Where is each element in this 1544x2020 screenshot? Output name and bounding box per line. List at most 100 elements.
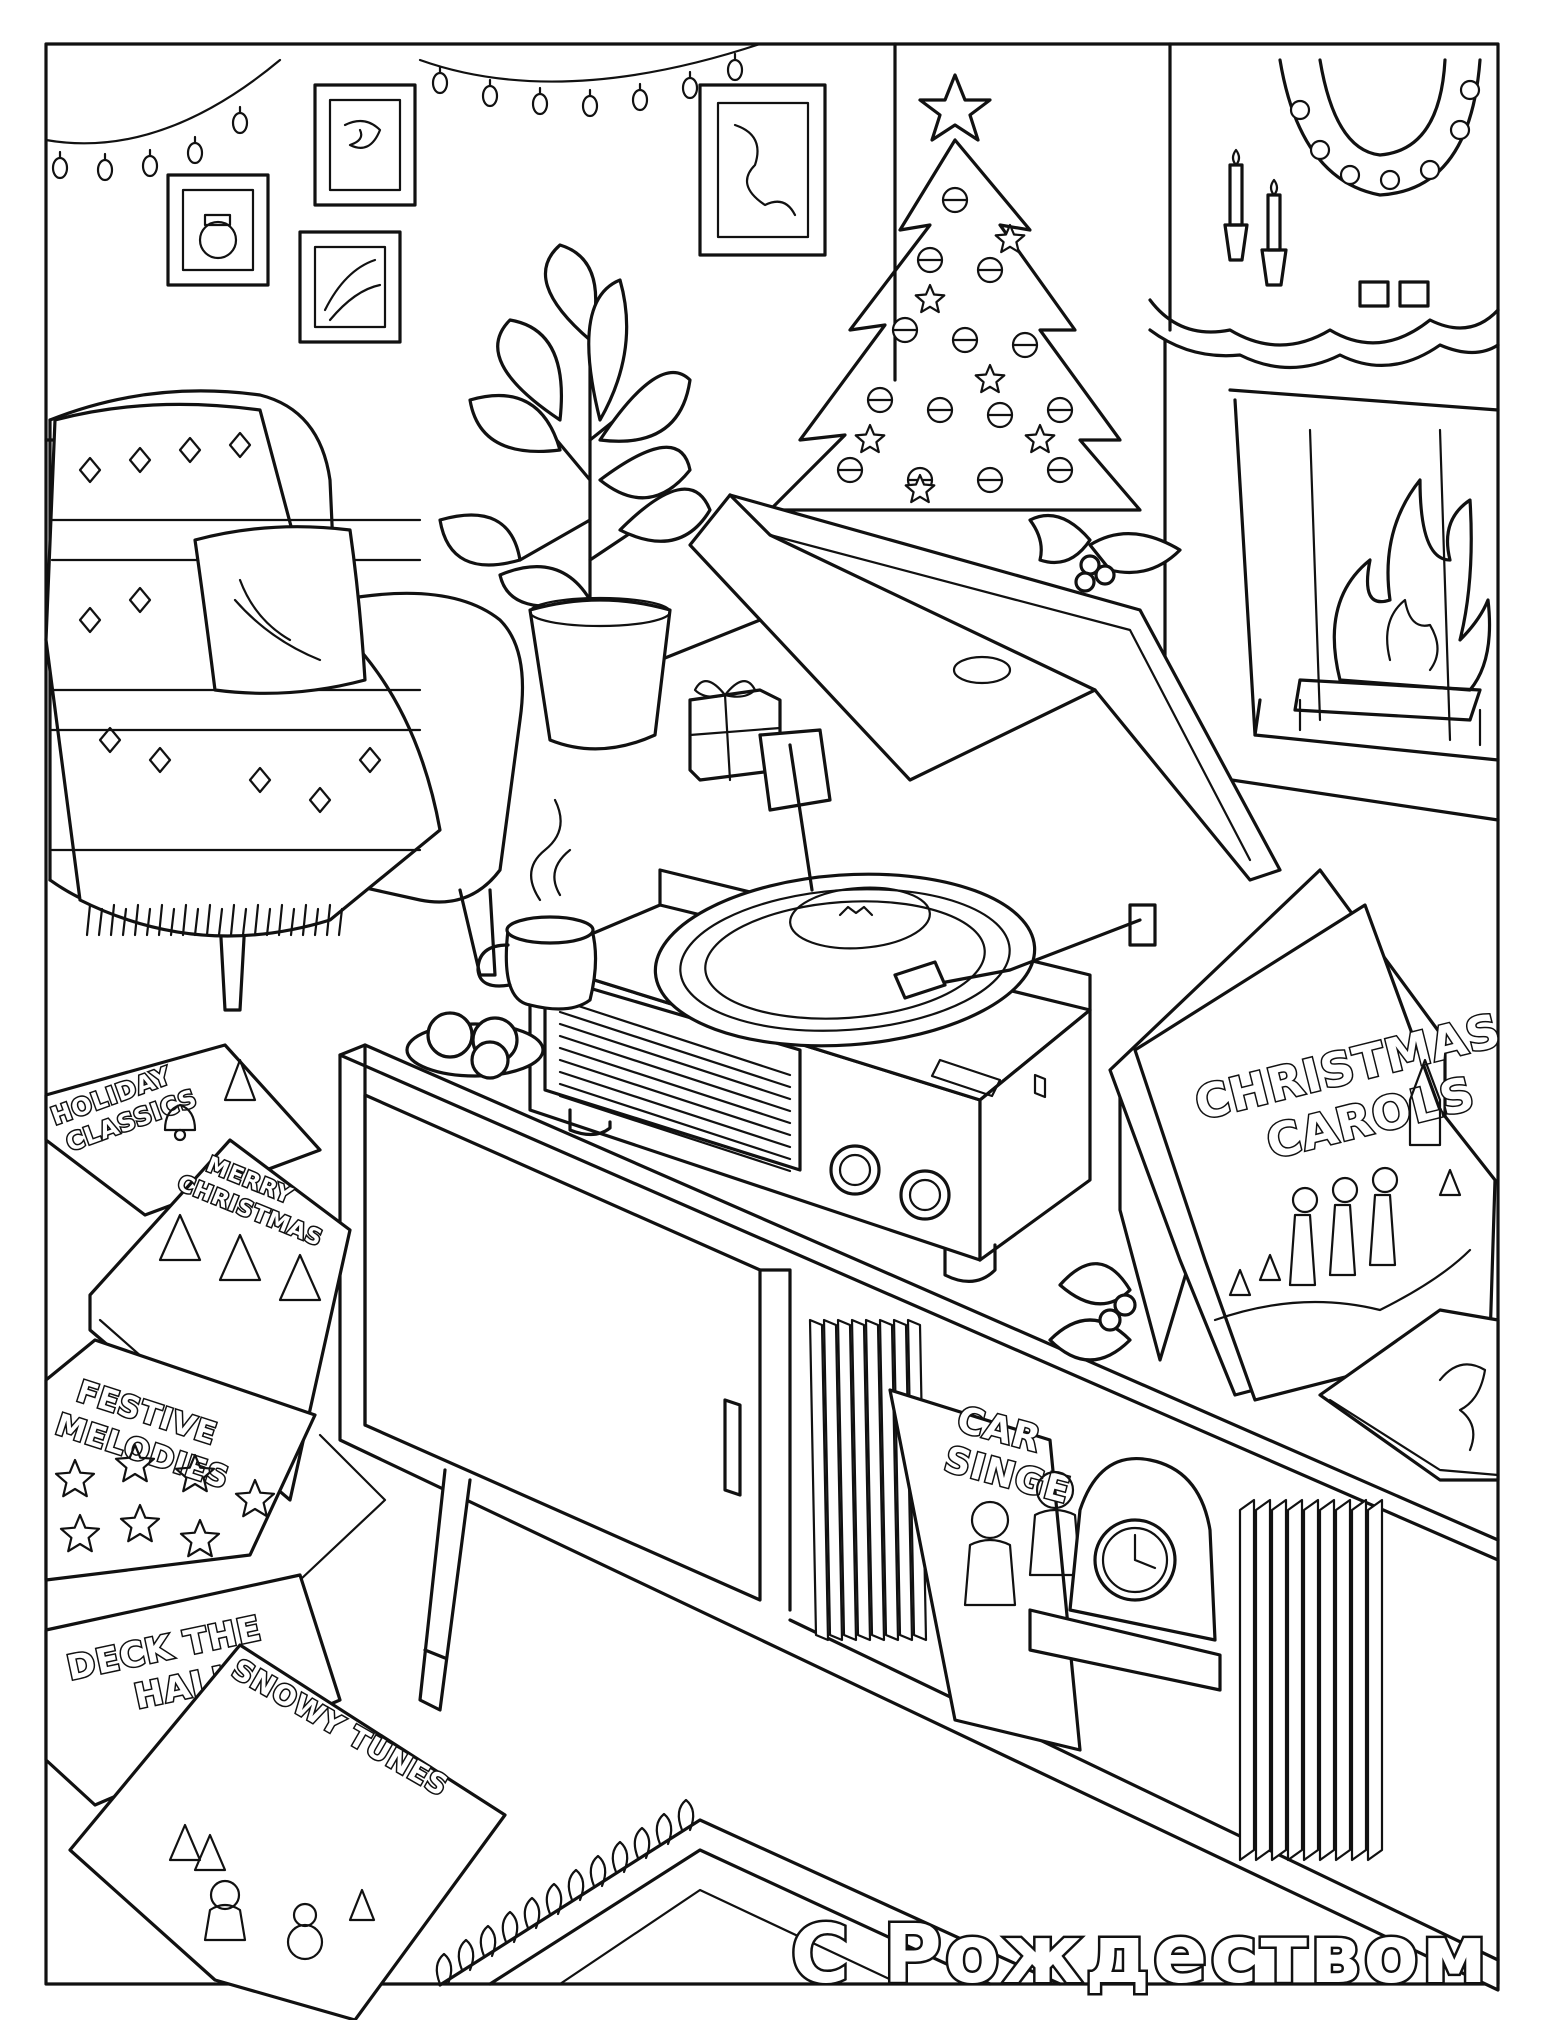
wreath-ornament <box>1309 139 1331 161</box>
speaker-grille-line <box>558 1058 792 1137</box>
blanket-fringe-strand <box>157 903 164 937</box>
record-sleeve <box>1350 1498 1368 1862</box>
star-shape <box>54 1458 96 1498</box>
blanket-diamond <box>98 726 122 754</box>
cushion <box>193 525 367 695</box>
light-bulb <box>186 141 204 165</box>
picture-frame-1 <box>313 83 417 207</box>
blanket-diamond <box>128 586 152 614</box>
record-sleeve <box>864 1318 886 1642</box>
christmas-tree <box>768 73 1142 512</box>
wreath-ornament <box>1379 169 1401 191</box>
picture-frame-2 <box>166 173 270 287</box>
blanket-fringe-strand <box>121 907 128 937</box>
blanket-fringe-strand <box>277 903 284 937</box>
record-sleeve <box>836 1318 858 1642</box>
light-bulb <box>96 158 114 182</box>
record-player <box>528 743 1157 1283</box>
rug-tassel <box>501 1910 519 1944</box>
blanket-fringe-strand <box>313 907 320 937</box>
wreath-ornament <box>1449 119 1471 141</box>
tree-star <box>994 223 1026 254</box>
record-sleeve <box>808 1318 830 1642</box>
light-bulb <box>681 76 699 100</box>
rug-tassel <box>435 1952 453 1986</box>
speaker-grille-line <box>558 1070 792 1149</box>
record-sleeve <box>1254 1498 1272 1862</box>
star-shape <box>114 1443 156 1483</box>
gift-boxes <box>688 680 832 812</box>
blanket-fringe-strand <box>265 907 272 937</box>
blanket-fringe-strand <box>97 907 104 937</box>
plant <box>438 243 712 612</box>
light-bulb <box>481 84 499 108</box>
holly-sprig-lid <box>1028 513 1182 593</box>
speaker-grille-line <box>558 998 792 1077</box>
blanket-fringe-strand <box>253 903 260 937</box>
blanket-diamond <box>248 766 272 794</box>
record-sleeve <box>1238 1498 1256 1862</box>
star-shape <box>119 1503 161 1543</box>
blanket-diamond <box>228 431 252 459</box>
rug-tassel <box>611 1840 629 1874</box>
blanket-diamond <box>78 606 102 634</box>
record-player-lid <box>688 493 1282 882</box>
light-bulb <box>51 156 69 180</box>
blanket-fringe-strand <box>193 907 200 937</box>
wreath-ornament <box>1459 79 1481 101</box>
speaker-grille-line <box>558 1022 792 1101</box>
record-sleeve <box>1270 1498 1288 1862</box>
speaker-grille-line <box>558 1010 792 1089</box>
speaker-grille-line <box>558 1046 792 1125</box>
rug-tassel <box>589 1854 607 1888</box>
record-sleeve <box>1366 1498 1384 1862</box>
blanket-fringe-strand <box>325 903 332 937</box>
tree-star <box>914 283 946 314</box>
record-sleeve <box>1318 1498 1336 1862</box>
tree-star <box>904 473 936 504</box>
speaker-grille-line <box>558 1034 792 1113</box>
light-bulb <box>431 71 449 95</box>
mantel-clock <box>1028 1457 1222 1692</box>
record-sleeve <box>1302 1498 1320 1862</box>
blanket-fringe-strand <box>205 903 212 937</box>
blanket-fringe-strand <box>241 907 248 937</box>
candles <box>1223 148 1430 308</box>
blanket-fringe-strand <box>181 903 188 937</box>
light-bulb <box>581 94 599 118</box>
greeting-text: С Рождеством <box>791 1908 1490 2001</box>
album-right-edge <box>1318 1308 1500 1482</box>
speaker-grille-line <box>558 1094 792 1173</box>
blanket-fringe-strand <box>85 903 92 937</box>
blanket-fringe-strand <box>337 907 344 937</box>
light-bulb <box>231 111 249 135</box>
blanket-fringe-strand <box>145 907 152 937</box>
light-bulb <box>141 154 159 178</box>
picture-frame-4 <box>698 83 827 257</box>
wreath-ornament <box>1339 164 1361 186</box>
record-sleeve <box>822 1318 844 1642</box>
rug-tassel <box>545 1882 563 1916</box>
rug-tassel <box>567 1868 585 1902</box>
record-sleeve <box>1286 1498 1304 1862</box>
blanket-fringe-strand <box>169 907 176 937</box>
rug-tassel <box>457 1938 475 1972</box>
rug-tassel <box>523 1896 541 1930</box>
rug-tassel <box>677 1798 695 1832</box>
blanket-diamond <box>178 436 202 464</box>
rug-tassel <box>655 1812 673 1846</box>
tree-star <box>1024 423 1056 454</box>
rug <box>435 1798 1062 1987</box>
cookies <box>405 1011 545 1080</box>
wreath-ornament <box>1289 99 1311 121</box>
blanket-diamond <box>78 456 102 484</box>
album-festive-melodies: FESTIVE MELODIES <box>44 1338 387 1582</box>
blanket-fringe-strand <box>133 903 140 937</box>
blanket-diamond <box>148 746 172 774</box>
blanket-diamond <box>358 746 382 774</box>
record-sleeve <box>850 1318 872 1642</box>
light-bulb <box>631 88 649 112</box>
blanket-fringe-strand <box>217 907 224 937</box>
picture-frame-3 <box>298 230 402 344</box>
